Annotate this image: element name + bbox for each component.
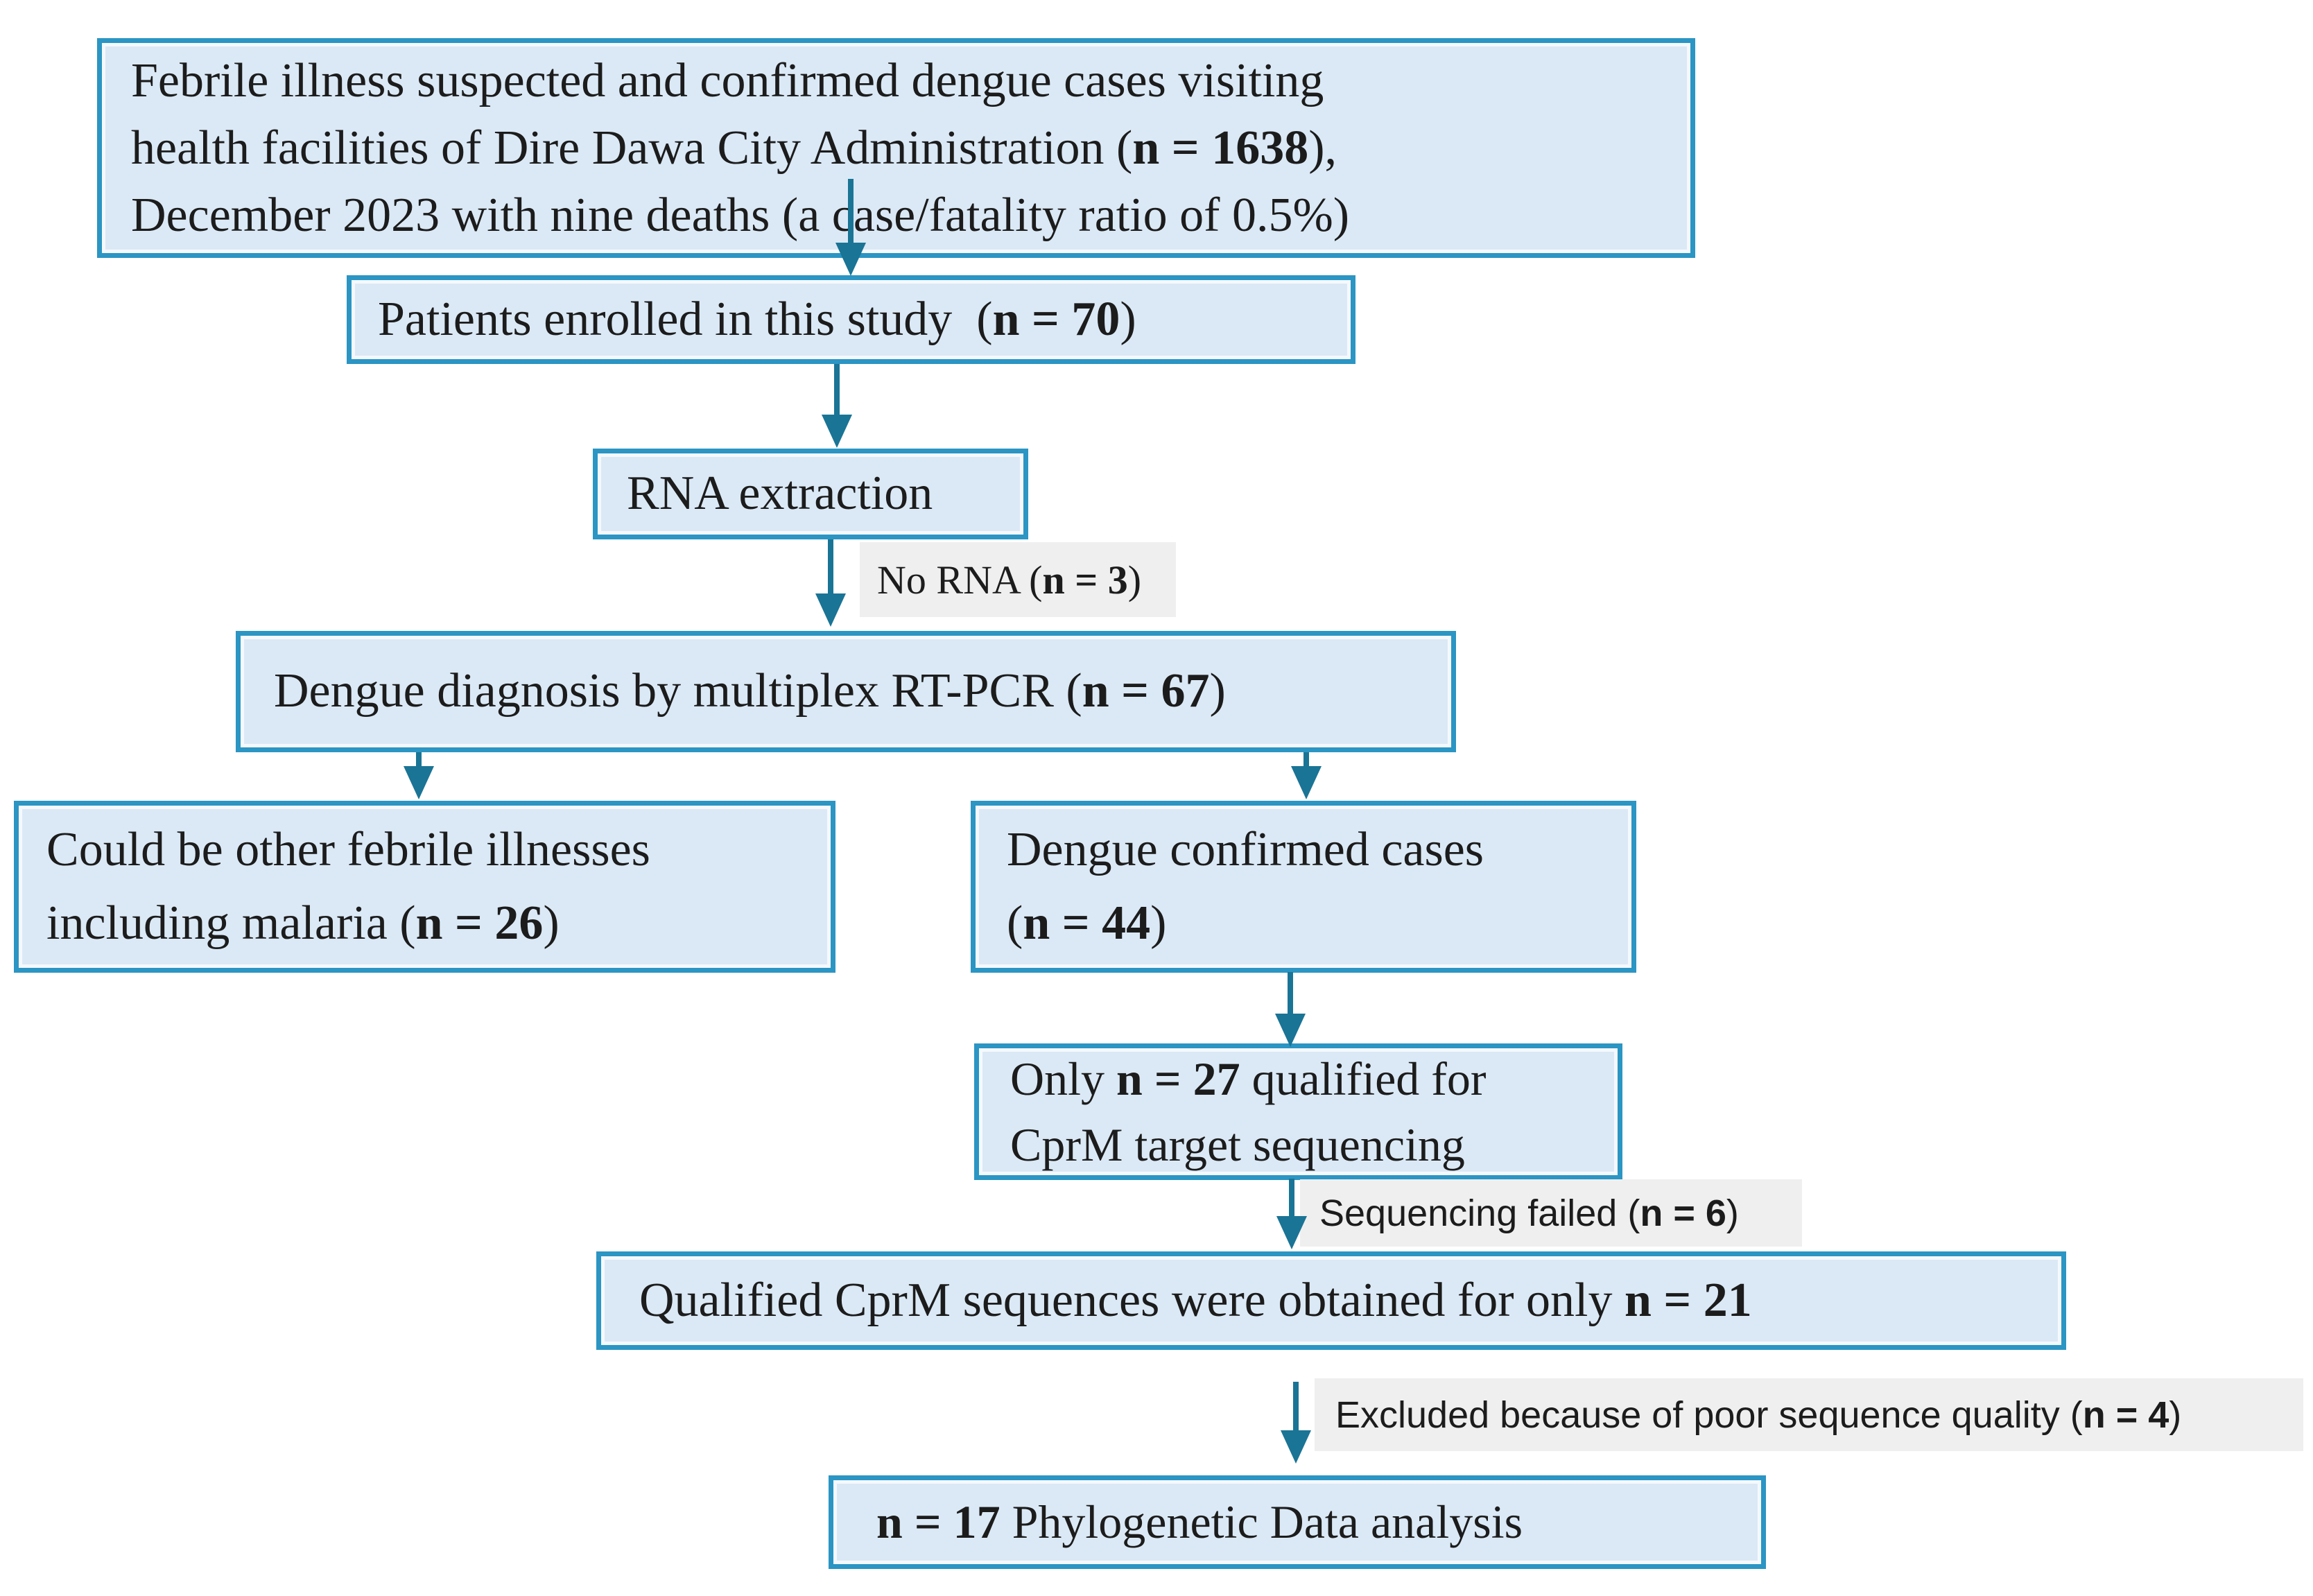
arrow-stem xyxy=(848,179,854,243)
text-line: Patients enrolled in this study (n = 70) xyxy=(378,292,1136,346)
label-no-rna: No RNA (n = 3) xyxy=(860,542,1176,617)
text-line: December 2023 with nine deaths (a case/f… xyxy=(131,189,1350,242)
box-rtpcr-diagnosis: Dengue diagnosis by multiplex RT-PCR (n … xyxy=(236,631,1456,752)
label-excluded-poor-quality: Excluded because of poor sequence qualit… xyxy=(1315,1378,2303,1451)
text-line: health facilities of Dire Dawa City Admi… xyxy=(131,121,1337,175)
arrow-stem xyxy=(828,539,833,593)
label-sequencing-failed: Sequencing failed (n = 6) xyxy=(1300,1179,1802,1247)
text-line: Febrile illness suspected and confirmed … xyxy=(131,54,1324,107)
box-other-febrile-illnesses: Could be other febrile illnesses includin… xyxy=(14,801,835,973)
text-line: Qualified CprM sequences were obtained f… xyxy=(639,1273,1752,1327)
text-line: CprM target sequencing xyxy=(1010,1118,1465,1171)
text-line: Sequencing failed (n = 6) xyxy=(1319,1192,1739,1234)
arrow-qualified27-to-sequences21 xyxy=(1276,1179,1307,1249)
text-line: No RNA (n = 3) xyxy=(877,557,1142,602)
text-line: (n = 44) xyxy=(1007,896,1167,950)
arrow-confirmed-to-qualified27 xyxy=(1275,972,1306,1047)
box-phylogenetic-analysis: n = 17 Phylogenetic Data analysis xyxy=(829,1475,1766,1569)
box-dengue-confirmed: Dengue confirmed cases (n = 44) xyxy=(971,801,1636,973)
arrow-source-to-patients xyxy=(835,179,866,276)
arrow-sequences21-to-phylogenetic xyxy=(1281,1382,1311,1464)
arrow-head xyxy=(1281,1430,1311,1464)
box-patients-enrolled: Patients enrolled in this study (n = 70) xyxy=(347,275,1355,364)
arrow-head xyxy=(1275,1014,1306,1047)
box-qualified-cprm-sequences: Qualified CprM sequences were obtained f… xyxy=(596,1251,2066,1350)
arrow-head xyxy=(404,766,434,799)
box-rna-extraction: RNA extraction xyxy=(593,449,1028,539)
text-line: Only n = 27 qualified for xyxy=(1010,1052,1487,1105)
arrow-stem xyxy=(1293,1382,1299,1430)
arrow-rtpcr-to-other-febrile xyxy=(404,752,434,799)
arrow-stem xyxy=(834,364,840,415)
arrow-stem xyxy=(1289,1179,1294,1216)
text-line: Dengue diagnosis by multiplex RT-PCR (n … xyxy=(274,664,1226,718)
arrow-head xyxy=(815,593,846,627)
arrow-head xyxy=(822,415,852,448)
arrow-stem xyxy=(1288,972,1293,1014)
arrow-stem xyxy=(1303,752,1309,766)
text-line: Dengue confirmed cases xyxy=(1007,823,1484,876)
text-line: including malaria (n = 26) xyxy=(46,896,560,950)
arrow-head xyxy=(1291,766,1322,799)
arrow-head xyxy=(1276,1216,1307,1249)
text-line: n = 17 Phylogenetic Data analysis xyxy=(876,1495,1523,1548)
text-line: RNA extraction xyxy=(627,467,933,521)
arrow-rtpcr-to-dengue-confirmed xyxy=(1291,752,1322,799)
text-line: Excluded because of poor sequence qualit… xyxy=(1335,1394,2182,1436)
box-febrile-illness-source: Febrile illness suspected and confirmed … xyxy=(97,38,1695,258)
arrow-stem xyxy=(416,752,422,766)
arrow-rna-to-rtpcr xyxy=(815,539,846,627)
arrow-patients-to-rna xyxy=(822,364,852,448)
arrow-head xyxy=(835,243,866,276)
text-line: Could be other febrile illnesses xyxy=(46,823,650,876)
